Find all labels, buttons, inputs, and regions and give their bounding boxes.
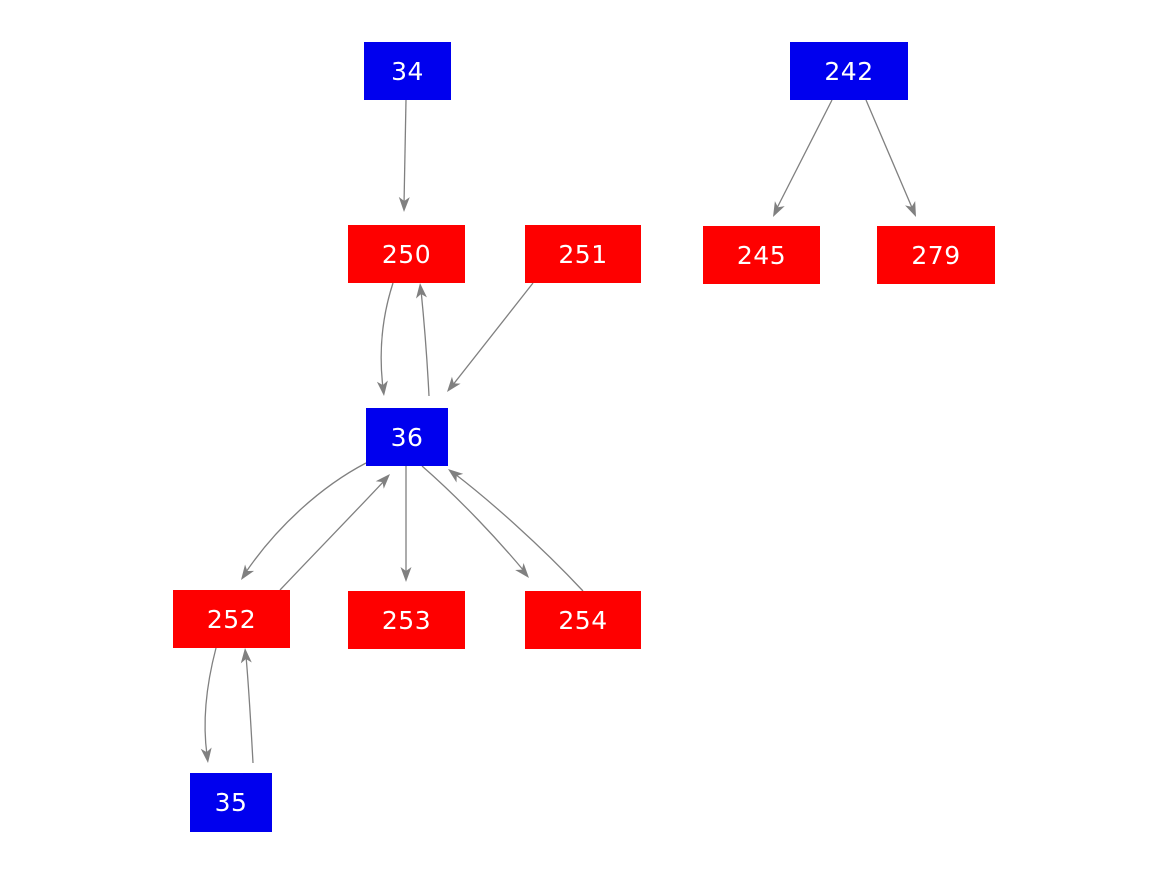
graph-node-34[interactable]: 34 [364,42,451,100]
graph-node-242[interactable]: 242 [790,42,908,100]
graph-node-251[interactable]: 251 [525,225,641,283]
edge-36-to-250 [415,283,430,397]
graph-node-35[interactable]: 35 [190,773,272,832]
arrowhead [448,469,464,483]
node-label: 279 [911,240,961,270]
graph-node-253[interactable]: 253 [348,591,465,649]
arrowhead [398,196,410,212]
edge-252-to-36 [279,474,390,591]
node-label: 35 [214,788,248,817]
edge-252-to-35 [200,647,217,763]
edge-251-to-36 [447,282,534,392]
node-label: 254 [558,605,608,635]
node-label: 34 [391,56,424,86]
edge-250-to-36 [376,282,394,396]
graph-node-252[interactable]: 252 [173,590,290,648]
arrowhead [240,648,252,664]
edge-36-to-252 [241,462,367,580]
edge-36-to-253 [400,466,412,582]
node-label: 242 [824,56,874,86]
graph-node-279[interactable]: 279 [877,226,995,284]
edge-36-to-254 [421,465,529,578]
arrowhead [241,564,255,580]
node-label: 36 [390,422,424,452]
arrowhead [400,567,412,582]
node-label: 245 [736,240,787,270]
arrowhead [773,201,785,217]
arrowhead [376,380,388,396]
edge-242-to-245 [773,99,833,217]
arrowhead [200,747,212,763]
graph-node-254[interactable]: 254 [525,591,641,649]
edge-254-to-36 [448,469,584,592]
arrowhead [515,562,529,578]
edge-35-to-252 [240,648,254,764]
arrowhead [375,474,390,489]
graph-node-36[interactable]: 36 [366,408,448,466]
arrowhead [905,201,916,217]
node-label: 251 [558,239,608,269]
edge-34-to-250 [398,99,410,212]
arrowhead [415,283,427,299]
graph-node-245[interactable]: 245 [703,226,820,284]
node-label: 252 [206,604,257,634]
node-label: 250 [381,239,432,269]
graph-node-250[interactable]: 250 [348,225,465,283]
node-label: 253 [381,605,432,635]
edge-242-to-279 [865,99,916,217]
arrowhead [447,376,461,392]
